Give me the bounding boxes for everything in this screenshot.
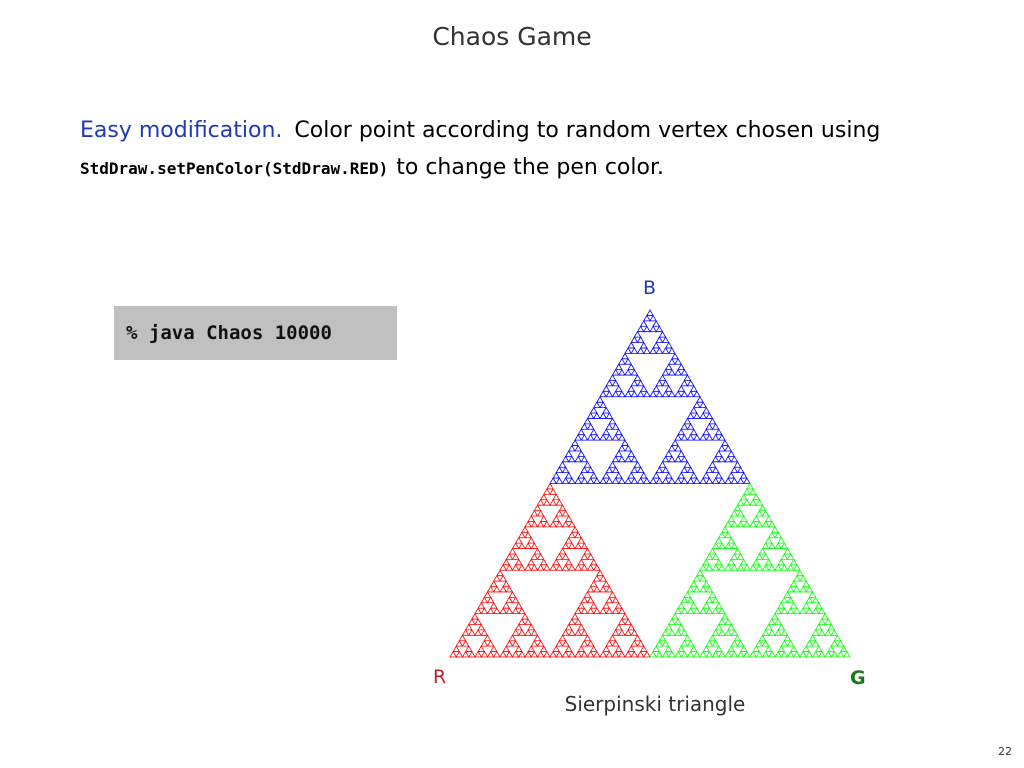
body-text: Easy modification. Color point according …: [80, 112, 980, 187]
sierpinski-left-red: [449, 482, 651, 658]
lead-phrase: Easy modification.: [80, 118, 283, 143]
slide-title: Chaos Game: [432, 22, 592, 51]
code-snippet: StdDraw.setPenColor(StdDraw.RED): [80, 159, 389, 178]
figure-caption: Sierpinski triangle: [564, 692, 746, 716]
terminal-command-box: % java Chaos 10000: [114, 306, 397, 360]
page-number: 22: [998, 745, 1012, 758]
sierpinski-right-green: [649, 482, 851, 658]
sierpinski-top-blue: [549, 309, 751, 484]
vertex-label-g: G: [850, 667, 866, 689]
body-line-1-text: Color point according to random vertex c…: [294, 118, 881, 143]
body-line-1: Easy modification. Color point according …: [80, 112, 980, 149]
terminal-command: % java Chaos 10000: [126, 322, 332, 344]
vertex-label-b: B: [643, 277, 657, 299]
body-line-2: StdDraw.setPenColor(StdDraw.RED) to chang…: [80, 149, 980, 187]
vertex-label-r: R: [433, 666, 447, 688]
body-line-2-text: to change the pen color.: [396, 155, 664, 180]
